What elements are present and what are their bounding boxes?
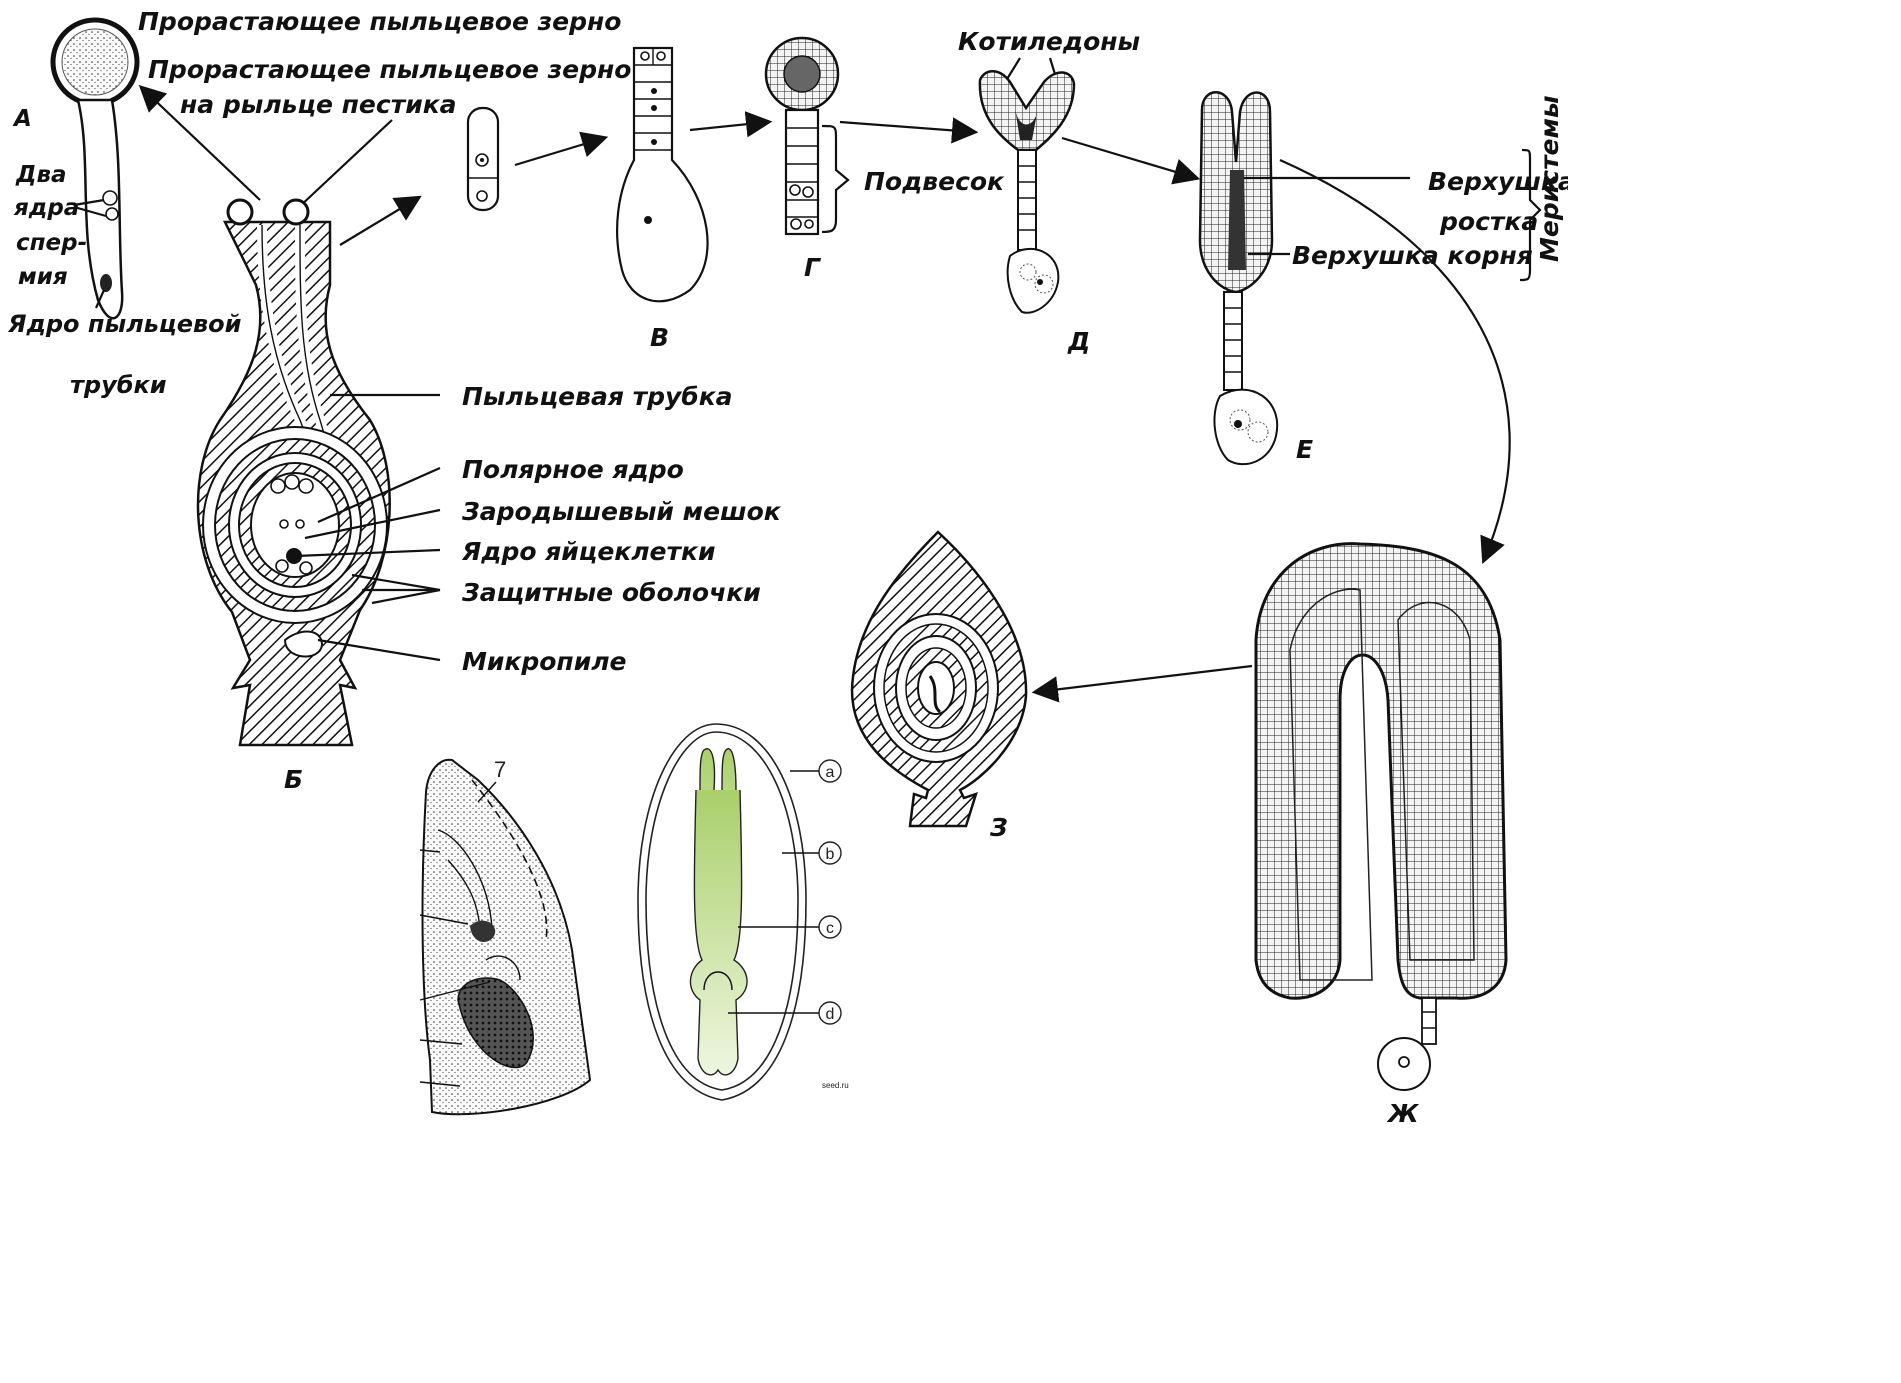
seed-callout-d: d [826,1006,835,1023]
pollen-on-stigma-label-1: Прорастающее пыльцевое зерно [148,55,631,84]
egg-nucleus-label: Ядро яйцеклетки [461,537,715,566]
arrow-to-stage-v [515,138,604,165]
stage-letter-b: Б [284,765,303,794]
micropyle-label: Микропиле [462,647,627,676]
pollen-tube-label: Пыльцевая трубка [462,382,733,411]
two-nuclei-label-1: Два [15,162,67,188]
globular-embryo-drawing [766,38,838,234]
root-apex-label: Верхушка корня [1292,241,1533,270]
suspensor-label: Подвесок [864,167,1005,196]
two-nuclei-label-3: спер- [16,230,87,256]
stage-letter-e: Е [1296,435,1313,464]
seed-diagram [638,724,841,1100]
seed-callout-a: a [826,764,835,781]
seed-section-drawing [852,532,1026,826]
two-nuclei-label-4: мия [18,264,68,290]
arrow-to-stage-d [840,122,974,132]
shoot-apex-label-2: ростка [1439,207,1538,236]
two-nuclei-label-2: ядра [13,195,79,221]
seed-diagram-caption: seed.ru [822,1081,849,1090]
proembryo-drawing [617,48,707,301]
arrow-to-stage-e [1062,138,1196,178]
stage-letter-g: Г [804,253,822,282]
section-number: 7 [494,757,506,782]
polar-nucleus-label: Полярное ядро [462,455,684,484]
stage-letter-v: В [650,323,669,352]
torpedo-embryo-drawing [1200,92,1277,464]
embryogenesis-figure: А Два ядра спер- мия Ядро пыльцевой труб… [0,0,1568,1131]
stigma-leader [298,120,392,208]
integuments-label: Защитные оболочки [461,578,761,607]
stage-letter-zh: Ж [1386,1099,1420,1128]
embryo-sac-label: Зародышевый мешок [461,497,782,526]
arrow-to-zygote [340,198,418,245]
stage-letter-z: З [989,813,1008,842]
stage-letter-d: Д [1067,327,1090,356]
meristems-label: Меристемы [1535,95,1564,262]
arrow-to-stage-z [1036,666,1252,692]
stage-letter-a: А [12,106,32,132]
seed-callout-b: b [826,846,835,863]
arrow-to-stage-g [690,122,768,130]
cotyledons-label: Котиледоны [958,27,1140,56]
mature-embryo-drawing [1256,544,1506,1090]
tube-nucleus-label-1: Ядро пыльцевой [7,310,242,338]
suspensor-brace [822,126,848,232]
pistil-ovule-drawing [198,200,390,745]
zygote-drawing [468,108,498,210]
pollen-on-stigma-label-2: на рыльце пестика [180,90,457,119]
seed-callout-c: c [826,920,834,937]
pollen-grain-label: Прорастающее пыльцевое зерно [138,7,621,36]
tube-nucleus-label-2: трубки [70,371,167,399]
embryo-section-drawing [420,760,590,1114]
